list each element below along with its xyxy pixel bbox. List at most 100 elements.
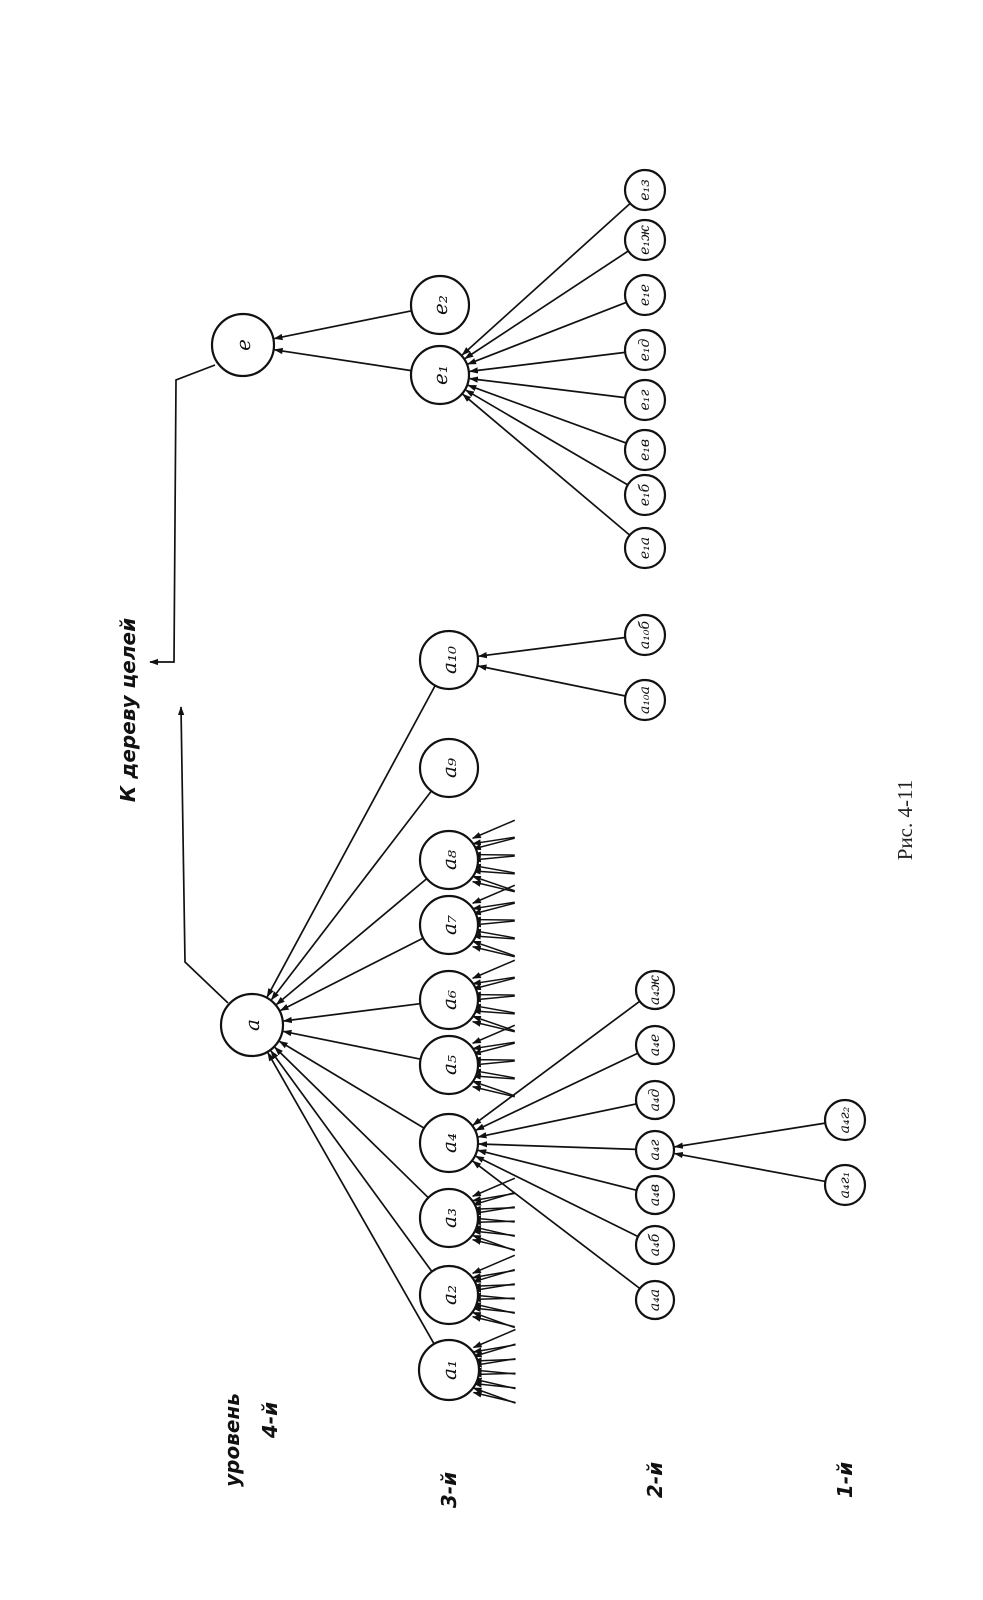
truncated-children-a2 — [471, 1254, 516, 1329]
node-e1e: e₁e — [623, 273, 667, 317]
edge-a10-to-a — [266, 685, 436, 998]
truncated-edge — [471, 1206, 515, 1216]
node-a1: a₁ — [417, 1338, 481, 1402]
connector-e-to-goal-tree — [149, 364, 216, 666]
truncated-edge — [471, 880, 515, 893]
node-label: a₄a — [647, 1289, 663, 1311]
truncated-children-a7 — [471, 884, 516, 958]
node-label: a₁₀a — [637, 686, 653, 714]
node-a4: a₄ — [418, 1112, 480, 1174]
edge-a4g-to-a4 — [478, 1141, 637, 1151]
node-label: a₄г₂ — [837, 1106, 853, 1133]
edge-e1v-to-e1 — [467, 384, 627, 444]
node-e1d: e₁д — [623, 328, 667, 372]
node-a4zh: a₄ж — [634, 969, 676, 1011]
edge-a4e-to-a4 — [475, 1052, 639, 1131]
node-label: a₄б — [647, 1233, 663, 1256]
connector-a-to-goal-tree — [177, 706, 229, 1004]
nodes-layer: aea₁a₂a₃a₄a₅a₆a₇a₈a₉a₁₀e₁e₂a₄aa₄бa₄вa₄гa… — [210, 168, 867, 1402]
truncated-edge — [471, 959, 516, 979]
node-label: a₈ — [437, 850, 461, 870]
truncated-edge — [471, 1073, 515, 1080]
node-circle — [634, 1079, 676, 1121]
node-e1z: e₁з — [623, 168, 667, 212]
node-label: a₁₀б — [637, 620, 653, 649]
truncated-subtrees-layer — [471, 819, 516, 1404]
node-label: e₁ж — [637, 225, 653, 255]
edge-a4zh-to-a4 — [472, 1000, 641, 1126]
node-label: a₄ж — [647, 975, 663, 1005]
truncated-edge — [471, 836, 515, 846]
node-label: a₄г₁ — [837, 1172, 853, 1199]
truncated-edge — [472, 1371, 516, 1378]
node-a7: a₇ — [418, 894, 480, 956]
node-circle — [623, 218, 667, 262]
edge-a4a-to-a4 — [472, 1160, 641, 1290]
node-e1: e₁ — [409, 344, 471, 406]
edge-a4-to-a — [278, 1040, 425, 1129]
node-label: e₁д — [637, 338, 653, 361]
node-circle — [418, 1264, 480, 1326]
truncated-edge — [471, 1283, 515, 1293]
node-circle — [634, 1224, 676, 1266]
node-label: e₁e — [637, 284, 653, 306]
truncated-edge — [471, 1305, 515, 1314]
truncated-edge — [471, 902, 515, 916]
edge-e1d-to-e1 — [468, 351, 626, 374]
truncated-edge — [471, 1020, 515, 1033]
node-circle — [823, 1163, 867, 1207]
truncated-edge — [471, 855, 515, 863]
truncated-edge — [471, 837, 515, 851]
node-circle — [623, 168, 667, 212]
truncated-children-a5 — [471, 1024, 516, 1098]
node-a4b: a₄б — [634, 1224, 676, 1266]
truncated-edge — [471, 1268, 515, 1283]
node-e1a: e₁a — [623, 526, 667, 570]
node-circle — [634, 1129, 676, 1171]
node-a6: a₆ — [418, 969, 480, 1031]
edge-a4v-to-a4 — [477, 1149, 637, 1192]
node-label: e₁ — [428, 365, 452, 385]
node-label: a₄e — [647, 1034, 663, 1056]
edge-a4g2-to-a4g — [673, 1122, 826, 1149]
truncated-edge — [471, 868, 515, 875]
truncated-edge — [471, 1003, 515, 1014]
truncated-edge — [471, 1008, 515, 1015]
truncated-edge — [471, 1080, 515, 1097]
node-label: a₄г — [647, 1139, 663, 1160]
node-a10a: a₁₀a — [623, 678, 667, 722]
truncated-edge — [471, 819, 516, 839]
node-a10b: a₁₀б — [623, 613, 667, 657]
truncated-edge — [471, 977, 515, 991]
truncated-edge — [471, 1068, 515, 1079]
edge-a3-to-a — [274, 1046, 429, 1199]
truncated-edge — [471, 863, 515, 874]
node-a4g: a₄г — [634, 1129, 676, 1171]
node-label: e₁б — [637, 483, 653, 506]
edge-e1e-to-e1 — [467, 301, 627, 365]
edge-a4b-to-a4 — [475, 1155, 639, 1238]
truncated-edge — [472, 1343, 516, 1358]
node-circle — [409, 344, 471, 406]
level-3-label: 3-й — [437, 1472, 461, 1508]
node-circle — [823, 1098, 867, 1142]
node-label: a₄ — [437, 1133, 461, 1153]
node-circle — [418, 829, 480, 891]
truncated-edge — [471, 940, 515, 957]
edge-a1-to-a — [267, 1052, 435, 1345]
truncated-edge — [471, 1042, 515, 1056]
edge-a7-to-a — [279, 937, 424, 1012]
node-circle — [623, 273, 667, 317]
node-a4d: a₄д — [634, 1079, 676, 1121]
edge-e1a-to-e1 — [462, 393, 631, 536]
figure-caption: Рис. 4-11 — [893, 780, 917, 860]
node-a: a — [219, 992, 285, 1058]
node-a5: a₅ — [418, 1034, 480, 1096]
edge-e1zh-to-e1 — [464, 250, 629, 360]
truncated-edge — [471, 945, 515, 958]
edge-a4d-to-a4 — [477, 1103, 637, 1139]
node-label: a₉ — [437, 758, 461, 778]
goal-tree-link-label: К дереву целей — [116, 618, 140, 802]
